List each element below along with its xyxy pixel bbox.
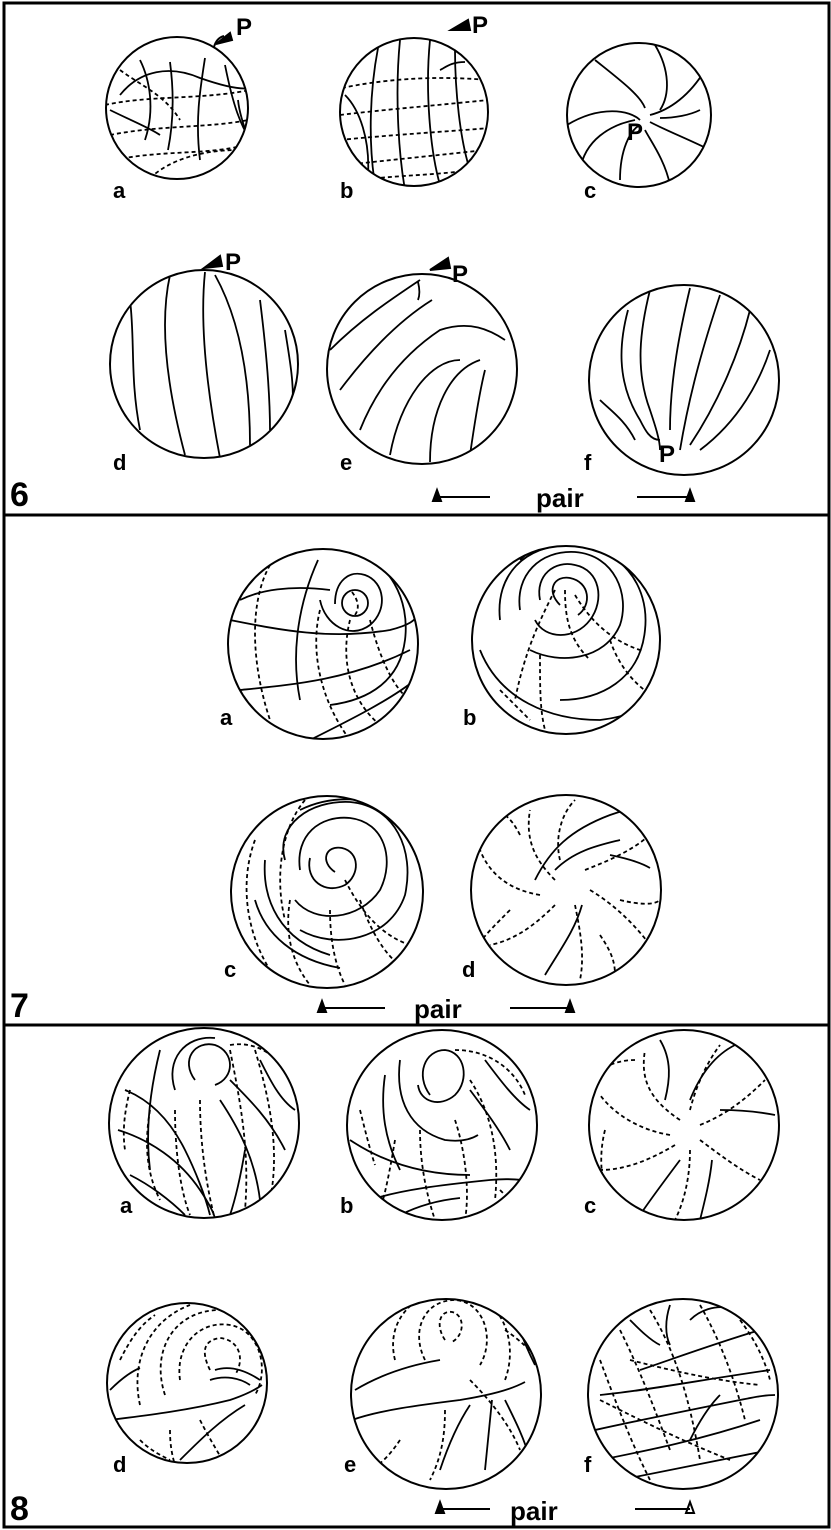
- figure-6-frame: [4, 3, 829, 515]
- panel-letter-8d: d: [113, 1452, 126, 1477]
- panel-letter-7a: a: [220, 705, 233, 730]
- globe-8a: [109, 1028, 299, 1220]
- globe-6e: [327, 258, 517, 464]
- globe-6b: [340, 20, 490, 190]
- figure-number-6: 6: [10, 476, 29, 514]
- figure-6: [105, 20, 779, 501]
- figure-number-8: 8: [10, 1490, 29, 1528]
- pair-bracket-8: [436, 1502, 694, 1513]
- globe-8c: [589, 1030, 779, 1220]
- globe-8b: [347, 1030, 537, 1220]
- globe-6d: [110, 256, 298, 458]
- panel-letter-8f: f: [584, 1452, 592, 1477]
- panel-letter-8a: a: [120, 1193, 133, 1218]
- globe-6f: [589, 285, 779, 475]
- panel-letter-6a: a: [113, 178, 126, 203]
- pole-label-6d: P: [225, 249, 241, 276]
- globe-8d: [107, 1303, 273, 1465]
- panel-letter-8b: b: [340, 1193, 353, 1218]
- globe-8e: [351, 1290, 541, 1489]
- figure-7: [228, 538, 665, 1012]
- pole-label-6b: P: [472, 12, 488, 39]
- panel-letter-8c: c: [584, 1193, 596, 1218]
- pole-label-6c: P: [627, 119, 643, 146]
- globe-6c: [567, 43, 711, 187]
- globe-6a: [105, 33, 258, 200]
- panel-letter-7d: d: [462, 957, 475, 982]
- pair-label-8: pair: [510, 1496, 558, 1526]
- panel-letter-6f: f: [584, 450, 592, 475]
- figure-7-frame: [4, 515, 829, 1025]
- globe-7d: [471, 795, 661, 985]
- figure-8: [107, 1028, 779, 1513]
- globe-7c: [231, 795, 423, 988]
- panel-letter-6e: e: [340, 450, 352, 475]
- pair-label-7: pair: [414, 994, 462, 1024]
- globe-8f: [588, 1299, 778, 1489]
- panel-letter-7b: b: [463, 705, 476, 730]
- panel-letter-8e: e: [344, 1452, 356, 1477]
- pole-label-6f: P: [659, 441, 675, 468]
- globe-7a: [228, 549, 418, 740]
- panel-letter-7c: c: [224, 957, 236, 982]
- panel-letter-6c: c: [584, 178, 596, 203]
- pole-label-6a: P: [236, 14, 252, 41]
- pair-label-6: pair: [536, 483, 584, 513]
- globe-7b: [472, 538, 665, 734]
- panel-letter-6b: b: [340, 178, 353, 203]
- figure-number-7: 7: [10, 987, 29, 1025]
- pole-label-6e: P: [452, 261, 468, 288]
- panel-letter-6d: d: [113, 450, 126, 475]
